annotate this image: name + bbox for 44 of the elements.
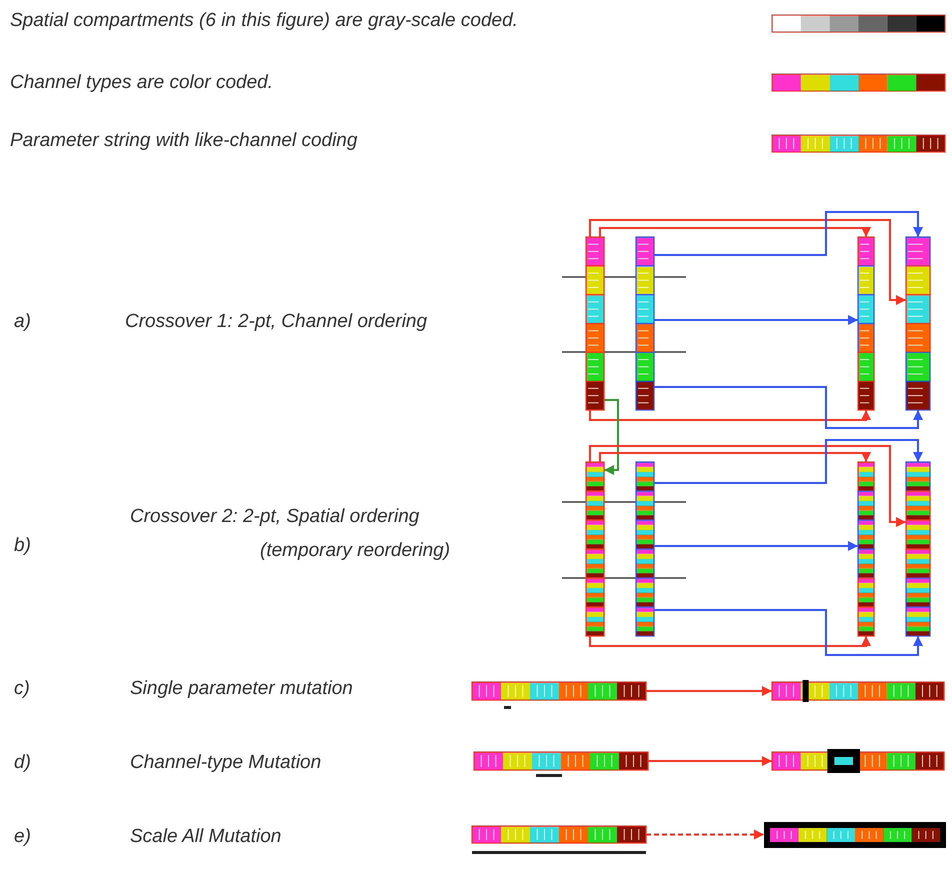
row-label: e): [14, 826, 31, 848]
legend-text: Spatial compartments (6 in this figure) are gray-scale coded.: [10, 10, 518, 32]
arrow: [654, 439, 923, 484]
caption-text: Crossover 1: 2-pt, Channel ordering: [125, 311, 428, 333]
parameter-string: [857, 461, 875, 637]
caption-text: Single parameter mutation: [130, 678, 353, 700]
arrow: [646, 686, 772, 696]
arrow: [654, 609, 923, 656]
arrow: [648, 756, 772, 766]
parameter-string: [905, 461, 931, 637]
parameter-string: [471, 825, 647, 844]
parameter-string: [585, 236, 605, 411]
parameter-string: [771, 749, 945, 773]
parameter-string: [471, 681, 647, 701]
parameter-string: [585, 461, 605, 637]
arrow: [604, 399, 619, 475]
arrow: [599, 227, 871, 237]
arrow: [654, 541, 858, 551]
row-label: b): [14, 535, 31, 557]
parameter-string: [473, 751, 649, 771]
caption-text: (temporary reordering): [260, 540, 450, 562]
row-label: a): [14, 311, 31, 333]
legend-text: Parameter string with like-channel coding: [10, 130, 358, 152]
arrow: [589, 410, 871, 421]
parameter-string: [635, 236, 655, 411]
caption-text: Scale All Mutation: [130, 826, 282, 848]
arrow: [654, 386, 923, 429]
arrow: [654, 211, 923, 256]
parameter-string: [857, 236, 875, 411]
arrow: [599, 452, 871, 462]
caption-text: Crossover 2: 2-pt, Spatial ordering: [130, 506, 420, 528]
legend-text: Channel types are color coded.: [10, 72, 273, 94]
row-label: c): [14, 678, 30, 700]
arrow: [646, 830, 764, 840]
row-label: d): [14, 752, 31, 774]
caption-text: Channel-type Mutation: [130, 752, 322, 774]
arrow: [589, 445, 906, 527]
arrow: [589, 636, 871, 647]
parameter-string: [764, 822, 946, 848]
arrow: [589, 219, 906, 305]
parameter-string: [905, 236, 931, 411]
parameter-string: [771, 680, 945, 702]
parameter-string: [635, 461, 655, 637]
arrow: [654, 315, 858, 325]
